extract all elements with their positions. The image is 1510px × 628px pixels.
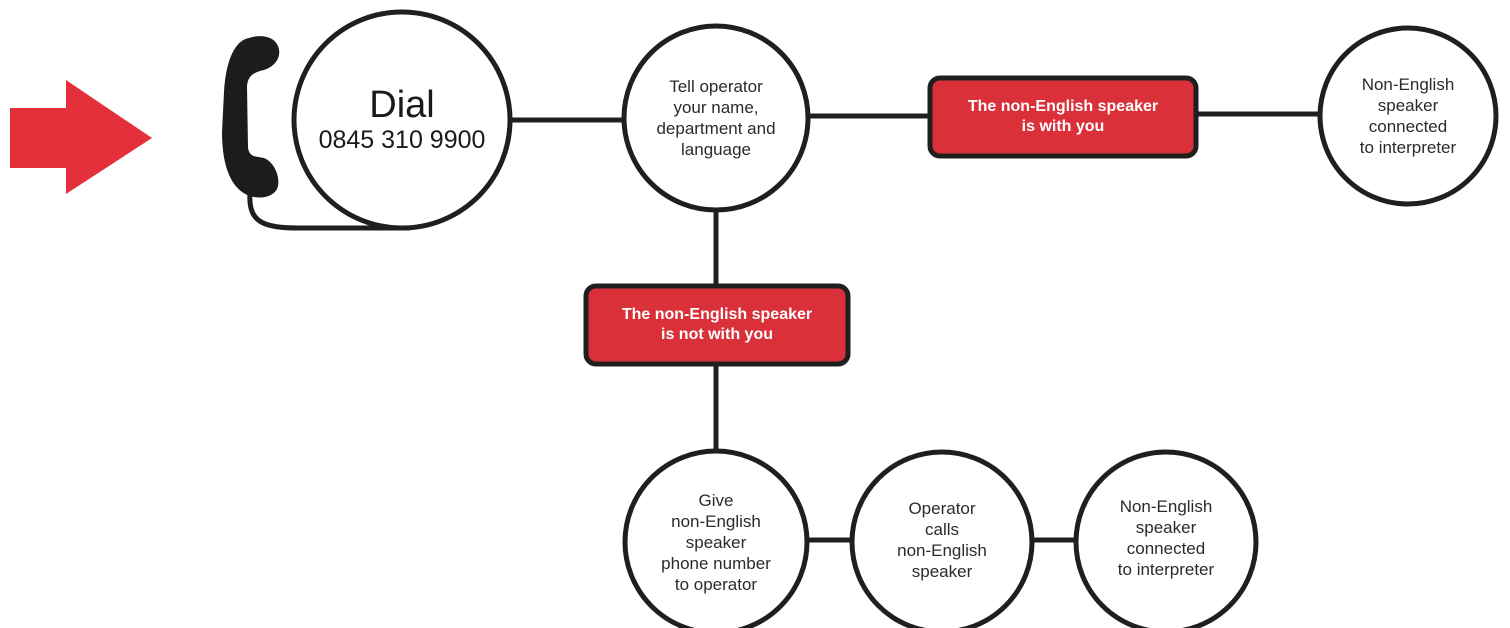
operator-calls-line: speaker [911,562,973,581]
operator-calls-line: calls [924,520,959,539]
tell-operator-line: your name, [673,98,759,117]
dial-label: Dial 0845 310 9900 [294,60,510,180]
connected-top-label: Non-English speaker connected to interpr… [1326,66,1490,166]
tell-operator-line: language [681,140,751,159]
connectors [247,111,1320,543]
connected-top-line: Non-English [1361,75,1455,94]
connected-top-line: speaker [1377,96,1439,115]
connected-bottom-circle [1073,449,1259,628]
connected-top-line: connected [1368,117,1448,136]
phone-cord [247,191,410,231]
right-arrow-icon [10,80,152,194]
give-number-label: Give non-English speaker phone number to… [636,478,796,606]
tell-operator-line: department and [656,119,776,138]
give-number-line: speaker [685,532,747,552]
operator-calls-line: Operator [908,499,976,518]
connected-bottom-line: speaker [1135,518,1197,537]
circles [291,9,1499,628]
connected-bottom-line: Non-English [1119,497,1213,516]
connected-top-circle [1317,25,1499,207]
operator-calls-line: non-English [897,541,987,560]
decision-boxes [583,75,1199,367]
give-number-line: to operator [674,574,758,594]
tell-operator-circle [621,23,811,213]
with-you-label: The non-English speaker is with you [932,80,1194,154]
connected-bottom-line: to interpreter [1117,560,1215,579]
tell-operator-label: Tell operator your name, department and … [630,58,802,178]
give-number-line: non-English [671,511,761,531]
give-number-line: Give [698,490,734,510]
dial-circle [291,9,513,231]
not-with-you-box [583,283,851,367]
telephone-handset-icon [222,36,280,198]
not-with-you-line: The non-English speaker [621,306,813,323]
dial-title: Dial [369,84,435,126]
give-number-line: phone number [661,553,771,573]
with-you-line: is with you [1021,118,1105,135]
tell-operator-line: Tell operator [669,77,763,96]
not-with-you-label: The non-English speaker is not with you [588,288,846,362]
connected-bottom-label: Non-English speaker connected to interpr… [1086,488,1246,588]
dial-phone-number: 0845 310 9900 [318,126,486,154]
connected-bottom-line: connected [1126,539,1206,558]
connected-top-line: to interpreter [1359,138,1457,157]
operator-calls-circle [849,449,1035,628]
with-you-box [927,75,1199,159]
with-you-line: The non-English speaker [967,98,1159,115]
give-number-circle [622,448,810,628]
operator-calls-label: Operator calls non-English speaker [862,488,1022,592]
not-with-you-line: is not with you [661,326,773,343]
